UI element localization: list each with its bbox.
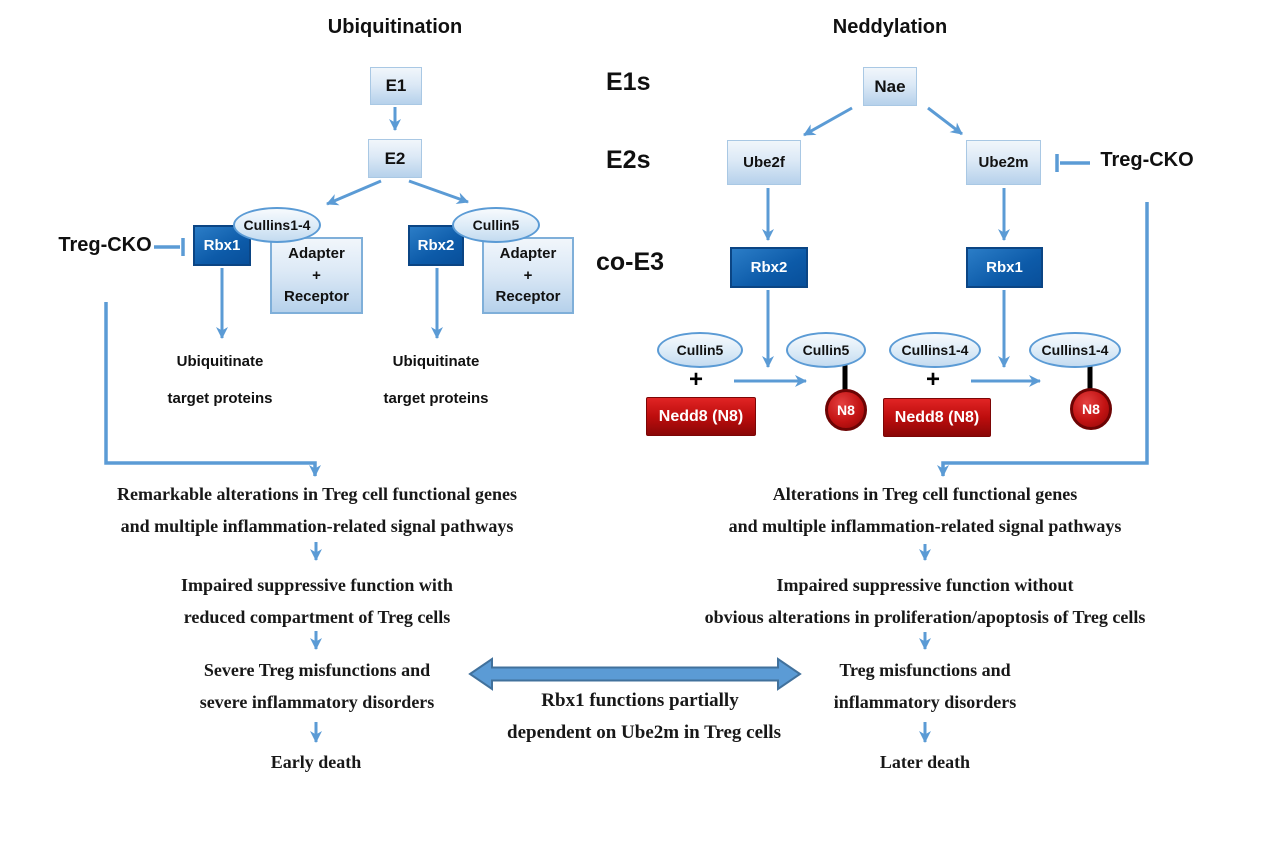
- title-ubiquitination: Ubiquitination: [327, 16, 463, 38]
- ube2f-box: Ube2f: [727, 140, 801, 185]
- right-flow-1-line1: Alterations in Treg cell functional gene…: [772, 484, 1078, 504]
- plus-label: +: [523, 266, 533, 284]
- right-flow-2-line2: obvious alterations in proliferation/apo…: [704, 607, 1146, 627]
- left-flow-1-line2: and multiple inflammation-related signal…: [120, 516, 514, 536]
- treg-cko-label-left: Treg-CKO: [58, 234, 152, 256]
- left-flow-2-line1: Impaired suppressive function with: [181, 575, 453, 595]
- n8-circle-1: N8: [825, 389, 867, 431]
- plus-sign-2: +: [925, 366, 941, 393]
- arrow-nae-ube2m: [927, 106, 963, 136]
- cullin5-substrate-ellipse: Cullin5: [657, 332, 743, 368]
- connector-tregcko-right-flow: [937, 202, 1149, 477]
- receptor-label: Receptor: [283, 288, 350, 306]
- ubiquitinate-outcome-b-line2: target proteins: [383, 390, 489, 407]
- right-flow-later-death: Later death: [879, 752, 971, 772]
- arrow-e2-cullins14: [326, 179, 382, 206]
- e1-box: E1: [370, 67, 422, 105]
- right-flow-3-line2: inflammatory disorders: [833, 692, 1017, 712]
- n8-circle-2: N8: [1070, 388, 1112, 430]
- row-label-co-e3: co-E3: [596, 248, 665, 276]
- ubiquitinate-outcome-a-line1: Ubiquitinate: [176, 353, 264, 370]
- cullins1-4-product-ellipse: Cullins1-4: [1029, 332, 1121, 368]
- cullin5-ellipse: Cullin5: [452, 207, 540, 243]
- left-flow-3-line1: Severe Treg misfunctions and: [203, 660, 431, 680]
- nedd8-box-2: Nedd8 (N8): [883, 398, 991, 437]
- row-label-e2s: E2s: [606, 146, 651, 174]
- plus-label: +: [312, 266, 321, 284]
- arrow-nae-ube2f: [803, 106, 853, 137]
- connector-tregcko-left-flow: [104, 302, 321, 477]
- nae-box: Nae: [863, 67, 917, 106]
- ube2m-box: Ube2m: [966, 140, 1041, 185]
- cullins1-4-substrate-ellipse: Cullins1-4: [889, 332, 981, 368]
- left-flow-2-line2: reduced compartment of Treg cells: [183, 607, 451, 627]
- cullins1-4-ellipse: Cullins1-4: [233, 207, 321, 243]
- treg-cko-label-right: Treg-CKO: [1100, 149, 1194, 171]
- left-flow-3-line2: severe inflammatory disorders: [199, 692, 435, 712]
- left-flow-1-line1: Remarkable alterations in Treg cell func…: [117, 484, 517, 504]
- right-flow-1-line2: and multiple inflammation-related signal…: [728, 516, 1122, 536]
- adapter-label: Adapter: [288, 244, 345, 262]
- receptor-label: Receptor: [495, 288, 561, 306]
- cullin5-product-ellipse: Cullin5: [786, 332, 866, 368]
- center-note-line1: Rbx1 functions partially: [541, 690, 739, 711]
- arrow-e2-cullin5: [408, 179, 469, 204]
- rbx1-node-right: Rbx1: [966, 247, 1043, 288]
- plus-sign-1: +: [688, 366, 704, 393]
- adapter-receptor-box-b: Adapter + Receptor: [482, 237, 574, 314]
- left-flow-early-death: Early death: [270, 752, 362, 772]
- adapter-receptor-box-a: Adapter + Receptor: [270, 237, 363, 314]
- row-label-e1s: E1s: [606, 68, 651, 96]
- right-flow-3-line1: Treg misfunctions and: [839, 660, 1011, 680]
- title-neddylation: Neddylation: [832, 16, 948, 38]
- right-flow-2-line1: Impaired suppressive function without: [776, 575, 1074, 595]
- e2-box: E2: [368, 139, 422, 178]
- double-headed-arrow-icon: [468, 657, 802, 691]
- ubiquitinate-outcome-b-line1: Ubiquitinate: [392, 353, 480, 370]
- ubiquitinate-outcome-a-line2: target proteins: [167, 390, 273, 407]
- nedd8-box-1: Nedd8 (N8): [646, 397, 756, 436]
- rbx2-node-right: Rbx2: [730, 247, 808, 288]
- center-note-line2: dependent on Ube2m in Treg cells: [507, 722, 781, 743]
- adapter-label: Adapter: [499, 244, 557, 262]
